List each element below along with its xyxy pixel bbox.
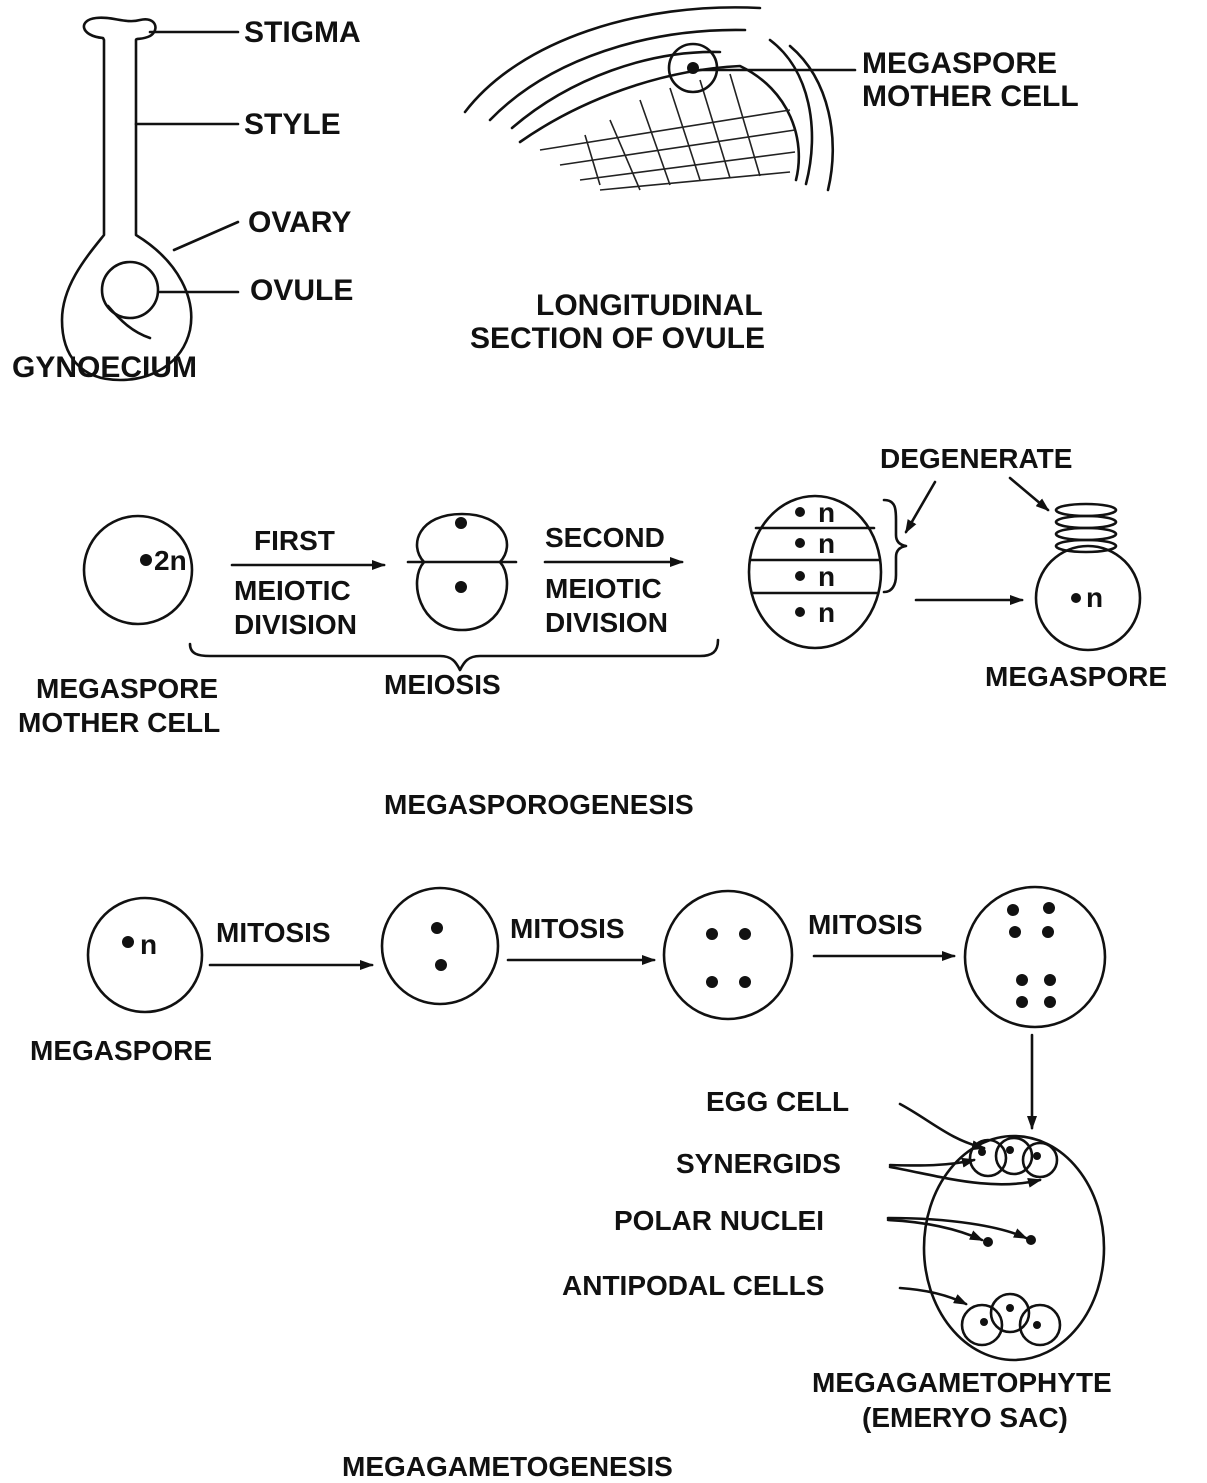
- synergids-label: SYNERGIDS: [676, 1148, 841, 1179]
- dyad-nucleus-top: [455, 517, 467, 529]
- mitosis-label-3: MITOSIS: [808, 909, 923, 940]
- mitosis-label-2: MITOSIS: [510, 913, 625, 944]
- integument-mid: [490, 30, 745, 120]
- tetrad-nucleus-2: [795, 538, 805, 548]
- nucellus-curve: [520, 66, 799, 180]
- megasporogenesis-title: MEGASPOROGENESIS: [384, 789, 694, 820]
- dyad-cell: [417, 514, 507, 630]
- ovule-caption-1: LONGITUDINAL: [536, 289, 763, 322]
- polar-nuclei-label: POLAR NUCLEI: [614, 1205, 824, 1236]
- meiosis-label: MEIOSIS: [384, 669, 501, 700]
- egg-cell-label: EGG CELL: [706, 1086, 849, 1117]
- dyad-nucleus-bottom: [455, 581, 467, 593]
- integument-inner: [512, 52, 720, 128]
- tetrad-nucleus-4: [795, 607, 805, 617]
- tetrad-ploidy-4: n: [818, 597, 835, 628]
- degenerate-brace: [884, 500, 906, 592]
- tetrad-nucleus-1: [795, 507, 805, 517]
- megasporogenesis-section: 2n FIRST MEIOTIC DIVISION SECOND MEIOTIC…: [18, 443, 1167, 820]
- two-nucleate-nucleus-2: [435, 959, 447, 971]
- ovule-caption-2: SECTION OF OVULE: [470, 322, 765, 355]
- polar-nucleus-1: [983, 1237, 993, 1247]
- ovary-leader: [174, 222, 238, 250]
- ovule-section-figure: MEGASPORE MOTHER CELL LONGITUDINAL SECTI…: [465, 7, 1079, 355]
- two-nucleate-cell: [382, 888, 498, 1004]
- antipodal-cells-label: ANTIPODAL CELLS: [562, 1270, 824, 1301]
- four-nucleate-nucleus-1: [706, 928, 718, 940]
- gynoecium-title: GYNOECIUM: [12, 351, 197, 384]
- mitosis-label-1: MITOSIS: [216, 917, 331, 948]
- antipodal-group: [962, 1294, 1060, 1345]
- tetrad-ploidy-1: n: [818, 497, 835, 528]
- first-division-label-2: MEIOTIC: [234, 575, 351, 606]
- gynoecium-figure: STIGMA STYLE OVARY OVULE GYNOECIUM: [12, 16, 361, 384]
- ovule-mmc-label-2: MOTHER CELL: [862, 80, 1079, 113]
- meiosis-brace: [190, 640, 718, 670]
- first-division-label-3: DIVISION: [234, 609, 357, 640]
- tetrad-cell: [749, 496, 881, 648]
- eight-nucleate-nuclei: [1007, 902, 1056, 1008]
- tetrad-ploidy-2: n: [818, 528, 835, 559]
- mmc-2n-nucleus: [140, 554, 152, 566]
- megagametogenesis-section: n MEGASPORE MITOSIS MITOSIS MITOSIS: [30, 887, 1112, 1482]
- mmc-2n-ploidy: 2n: [154, 545, 187, 576]
- ovule-mmc-label-1: MEGASPORE: [862, 47, 1057, 80]
- megagametogenesis-title: MEGAGAMETOGENESIS: [342, 1451, 673, 1482]
- polar-nucleus-2: [1026, 1235, 1036, 1245]
- first-division-label: FIRST: [254, 525, 335, 556]
- synergid-pointer-2: [890, 1167, 1040, 1184]
- tetrad-nucleus-3: [795, 571, 805, 581]
- egg-cell-pointer: [900, 1104, 984, 1148]
- degenerate-arrow-2: [1010, 478, 1048, 510]
- stigma-label: STIGMA: [244, 16, 361, 49]
- degenerate-arrow-1: [906, 482, 935, 532]
- four-nucleate-cell: [664, 891, 792, 1019]
- embryo-sac-label-2: (EMERYO SAC): [862, 1402, 1068, 1433]
- functional-megaspore-ploidy: n: [1086, 582, 1103, 613]
- four-nucleate-nucleus-2: [739, 928, 751, 940]
- second-division-label-2: MEIOTIC: [545, 573, 662, 604]
- style-label: STYLE: [244, 108, 341, 141]
- funiculus: [108, 306, 150, 338]
- four-nucleate-nucleus-3: [706, 976, 718, 988]
- tetrad-ploidy-3: n: [818, 561, 835, 592]
- mmc-label-1: MEGASPORE: [36, 673, 218, 704]
- embryo-sac: [924, 1136, 1104, 1360]
- mgg-megaspore-label: MEGASPORE: [30, 1035, 212, 1066]
- second-division-label-3: DIVISION: [545, 607, 668, 638]
- functional-megaspore-label: MEGASPORE: [985, 661, 1167, 692]
- synergid-pointer-1: [890, 1160, 974, 1165]
- mmc-nucleus: [687, 62, 699, 74]
- mgg-megaspore-ploidy: n: [140, 929, 157, 960]
- mmc-label-2: MOTHER CELL: [18, 707, 220, 738]
- functional-megaspore-nucleus: [1071, 593, 1081, 603]
- embryo-sac-label-1: MEGAGAMETOPHYTE: [812, 1367, 1112, 1398]
- four-nucleate-nucleus-4: [739, 976, 751, 988]
- nucellus-cells: [540, 74, 795, 190]
- eight-nucleate-cell: [965, 887, 1105, 1027]
- mgg-megaspore-nucleus: [122, 936, 134, 948]
- ovary-label: OVARY: [248, 206, 351, 239]
- two-nucleate-nucleus-1: [431, 922, 443, 934]
- ovule-label: OVULE: [250, 274, 353, 307]
- second-division-label: SECOND: [545, 522, 665, 553]
- degenerate-label: DEGENERATE: [880, 443, 1072, 474]
